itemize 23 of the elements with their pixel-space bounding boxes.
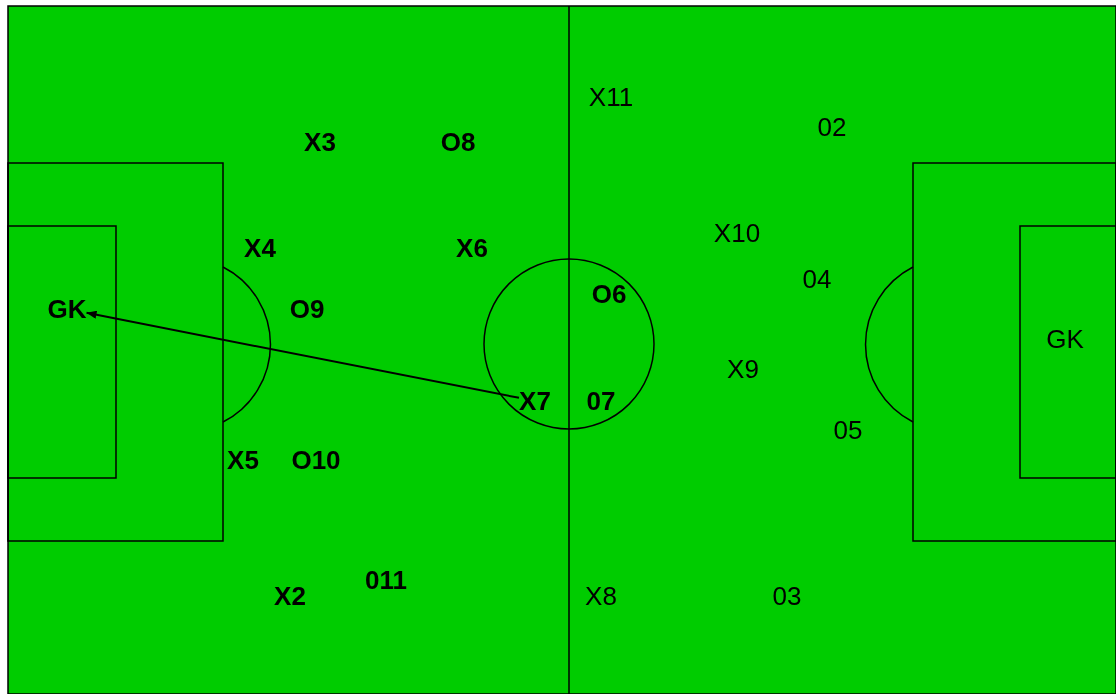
player-marker: 07 (586, 388, 616, 414)
player-marker: O6 (591, 281, 627, 307)
player-marker: X6 (456, 235, 488, 261)
player-marker: X9 (727, 356, 759, 382)
player-marker: O8 (440, 129, 476, 155)
player-marker: O10 (291, 447, 341, 473)
player-marker: GK (47, 296, 87, 322)
player-marker: X7 (519, 388, 551, 414)
player-marker: X8 (585, 583, 617, 609)
player-marker: 04 (802, 266, 832, 292)
player-marker: 03 (772, 583, 802, 609)
player-marker: X3 (304, 129, 336, 155)
player-marker: X5 (227, 447, 259, 473)
player-marker: X11 (588, 84, 634, 110)
player-marker: X2 (274, 583, 306, 609)
player-marker: X4 (244, 235, 276, 261)
player-marker: 011 (365, 567, 407, 593)
player-marker: GK (1046, 326, 1084, 352)
player-marker: O9 (289, 296, 325, 322)
player-marker: 02 (817, 114, 847, 140)
arrow (85, 310, 520, 399)
player-marker: 05 (833, 417, 863, 443)
player-marker: X10 (713, 220, 761, 246)
